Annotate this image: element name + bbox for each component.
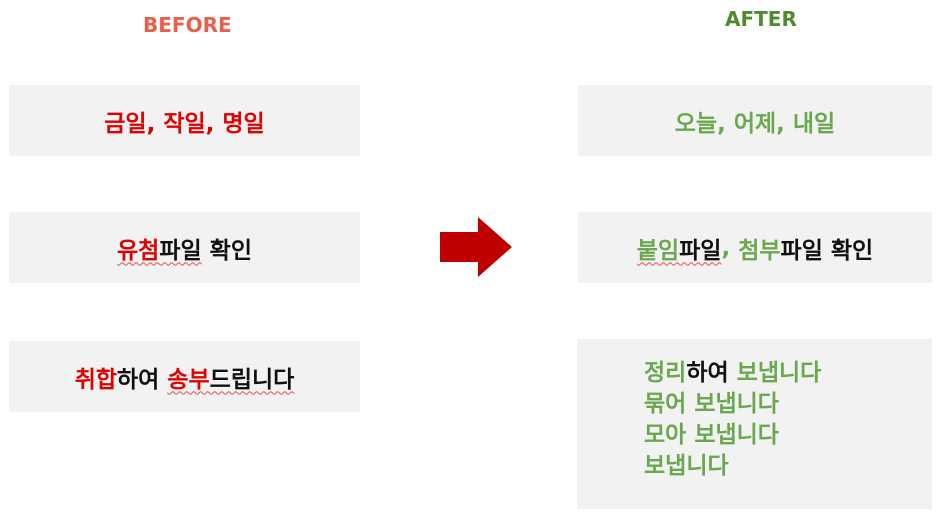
right-arrow-icon <box>440 217 512 277</box>
before-text-and: 하여 <box>117 366 168 393</box>
before-text-give: 드립니다 <box>209 366 295 393</box>
before-text-attachment-word: 유첨 <box>117 237 160 264</box>
before-text-send-word: 송부 <box>167 366 210 393</box>
before-header: BEFORE <box>143 13 232 37</box>
after-box-dates: 오늘, 어제, 내일 <box>578 85 932 156</box>
after-text-comma: , <box>721 234 739 261</box>
after-send-line-1: 정리하여 보냅니다 <box>644 358 821 389</box>
after-send-line-3: 모아 보냅니다 <box>644 420 779 451</box>
after-text-organize: 정리 <box>644 360 687 386</box>
after-text-gather-send: 모아 보냅니다 <box>644 422 779 448</box>
before-text-confirm: 확인 <box>201 237 252 264</box>
after-text-dates: 오늘, 어제, 내일 <box>674 110 836 137</box>
after-text-file-confirm: 파일 확인 <box>780 237 874 264</box>
after-text-send-only: 보냅니다 <box>644 453 729 479</box>
before-box-dates: 금일, 작일, 명일 <box>9 85 360 156</box>
before-text-collect: 취합 <box>74 366 118 393</box>
after-text-attach-word: 붙임 <box>636 237 680 264</box>
after-send-line-2: 묶어 보냅니다 <box>644 389 779 420</box>
after-header: AFTER <box>725 7 797 31</box>
after-text-and: 하여 <box>686 360 737 386</box>
after-text-enclose-word: 첨부 <box>738 237 781 264</box>
before-text-dates: 금일, 작일, 명일 <box>104 110 265 137</box>
after-text-send: 보냅니다 <box>736 360 822 386</box>
before-text-file-word: 파일 <box>159 237 202 264</box>
after-box-send: 정리하여 보냅니다 묶어 보냅니다 모아 보냅니다 보냅니다 <box>577 339 932 509</box>
after-send-line-4: 보냅니다 <box>644 451 729 482</box>
after-text-bundle-send: 묶어 보냅니다 <box>644 391 779 417</box>
after-text-file-word: 파일 <box>679 237 722 264</box>
